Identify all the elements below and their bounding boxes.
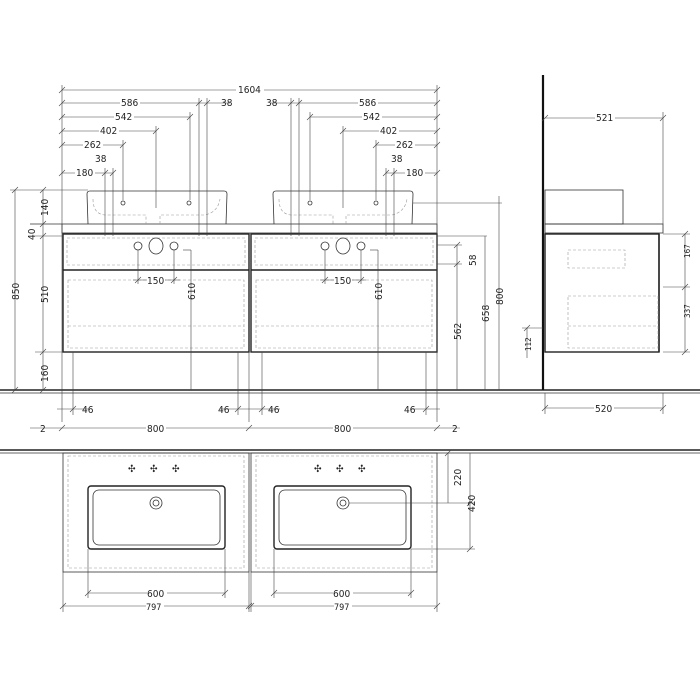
side-worktop (544, 223, 664, 234)
dim-402-right: 402 (380, 126, 397, 137)
plan-cabinet-right (250, 452, 438, 573)
dim-220: 220 (453, 469, 464, 486)
plan-basin-right (273, 485, 412, 550)
dim-2-right: 2 (452, 424, 458, 435)
svg-text:✣: ✣ (150, 464, 158, 475)
dim-167: 167 (683, 244, 692, 258)
dim-40: 40 (27, 228, 38, 240)
dim-150-left: 150 (147, 276, 164, 287)
dim-610-left: 610 (187, 283, 198, 300)
dim-38b-right: 38 (391, 154, 403, 165)
cabinet-left (62, 233, 250, 353)
dim-600-left: 600 (147, 589, 164, 600)
dim-600-right: 600 (333, 589, 350, 600)
dim-46-d: 46 (404, 405, 416, 416)
dim-562: 562 (453, 323, 464, 340)
dim-586-left: 586 (121, 98, 138, 109)
dim-180-left: 180 (76, 168, 93, 179)
side-cabinet (544, 233, 660, 353)
dim-586-right: 586 (359, 98, 376, 109)
dim-262-right: 262 (396, 140, 413, 151)
svg-text:✣: ✣ (336, 464, 344, 475)
plan-basin-left (87, 485, 226, 550)
dim-180-right: 180 (406, 168, 423, 179)
dim-337: 337 (683, 304, 692, 318)
basin-left (86, 190, 228, 225)
dim-800-height: 800 (495, 288, 506, 305)
dim-46-c: 46 (268, 405, 280, 416)
dim-800-right: 800 (334, 424, 351, 435)
dim-402-left: 402 (100, 126, 117, 137)
cabinet-right (250, 233, 438, 353)
side-view: 521 520 167 337 112 (522, 75, 692, 415)
dim-112: 112 (524, 337, 533, 351)
side-basin (544, 189, 624, 225)
svg-text:✣: ✣ (358, 464, 366, 475)
svg-text:✣: ✣ (314, 464, 322, 475)
dim-46-b: 46 (218, 405, 230, 416)
dim-46-a: 46 (82, 405, 94, 416)
dimension-ticks (11, 86, 461, 432)
dim-38-right: 38 (266, 98, 278, 109)
dim-800-left: 800 (147, 424, 164, 435)
tap-holes: ✣ ✣ ✣ ✣ ✣ ✣ (128, 464, 366, 475)
dim-658: 658 (481, 305, 492, 322)
dim-38b-left: 38 (95, 154, 107, 165)
dim-797-left: 797 (146, 603, 161, 613)
dim-58: 58 (468, 254, 479, 266)
svg-text:✣: ✣ (172, 464, 180, 475)
plan-cabinet-left (62, 452, 250, 573)
dim-160: 160 (40, 365, 51, 382)
worktop (61, 223, 438, 234)
dim-262-left: 262 (84, 140, 101, 151)
dim-420: 420 (467, 495, 478, 512)
dim-850: 850 (11, 283, 22, 300)
dim-38-left: 38 (221, 98, 233, 109)
dim-542-left: 542 (115, 112, 132, 123)
dim-140: 140 (40, 199, 51, 216)
front-view: 1604 586 38 38 586 542 542 402 402 262 2… (0, 84, 700, 435)
dim-610-right: 610 (374, 283, 385, 300)
dim-2-left: 2 (40, 424, 46, 435)
svg-text:✣: ✣ (128, 464, 136, 475)
dim-542-right: 542 (363, 112, 380, 123)
plan-view: ✣ ✣ ✣ ✣ ✣ ✣ 600 600 797 797 220 420 (0, 449, 700, 613)
dim-520: 520 (595, 404, 612, 415)
dim-150-right: 150 (334, 276, 351, 287)
dim-510: 510 (40, 286, 51, 303)
dim-797-right: 797 (334, 603, 349, 613)
dim-1604: 1604 (238, 85, 261, 96)
dim-521: 521 (596, 113, 613, 124)
